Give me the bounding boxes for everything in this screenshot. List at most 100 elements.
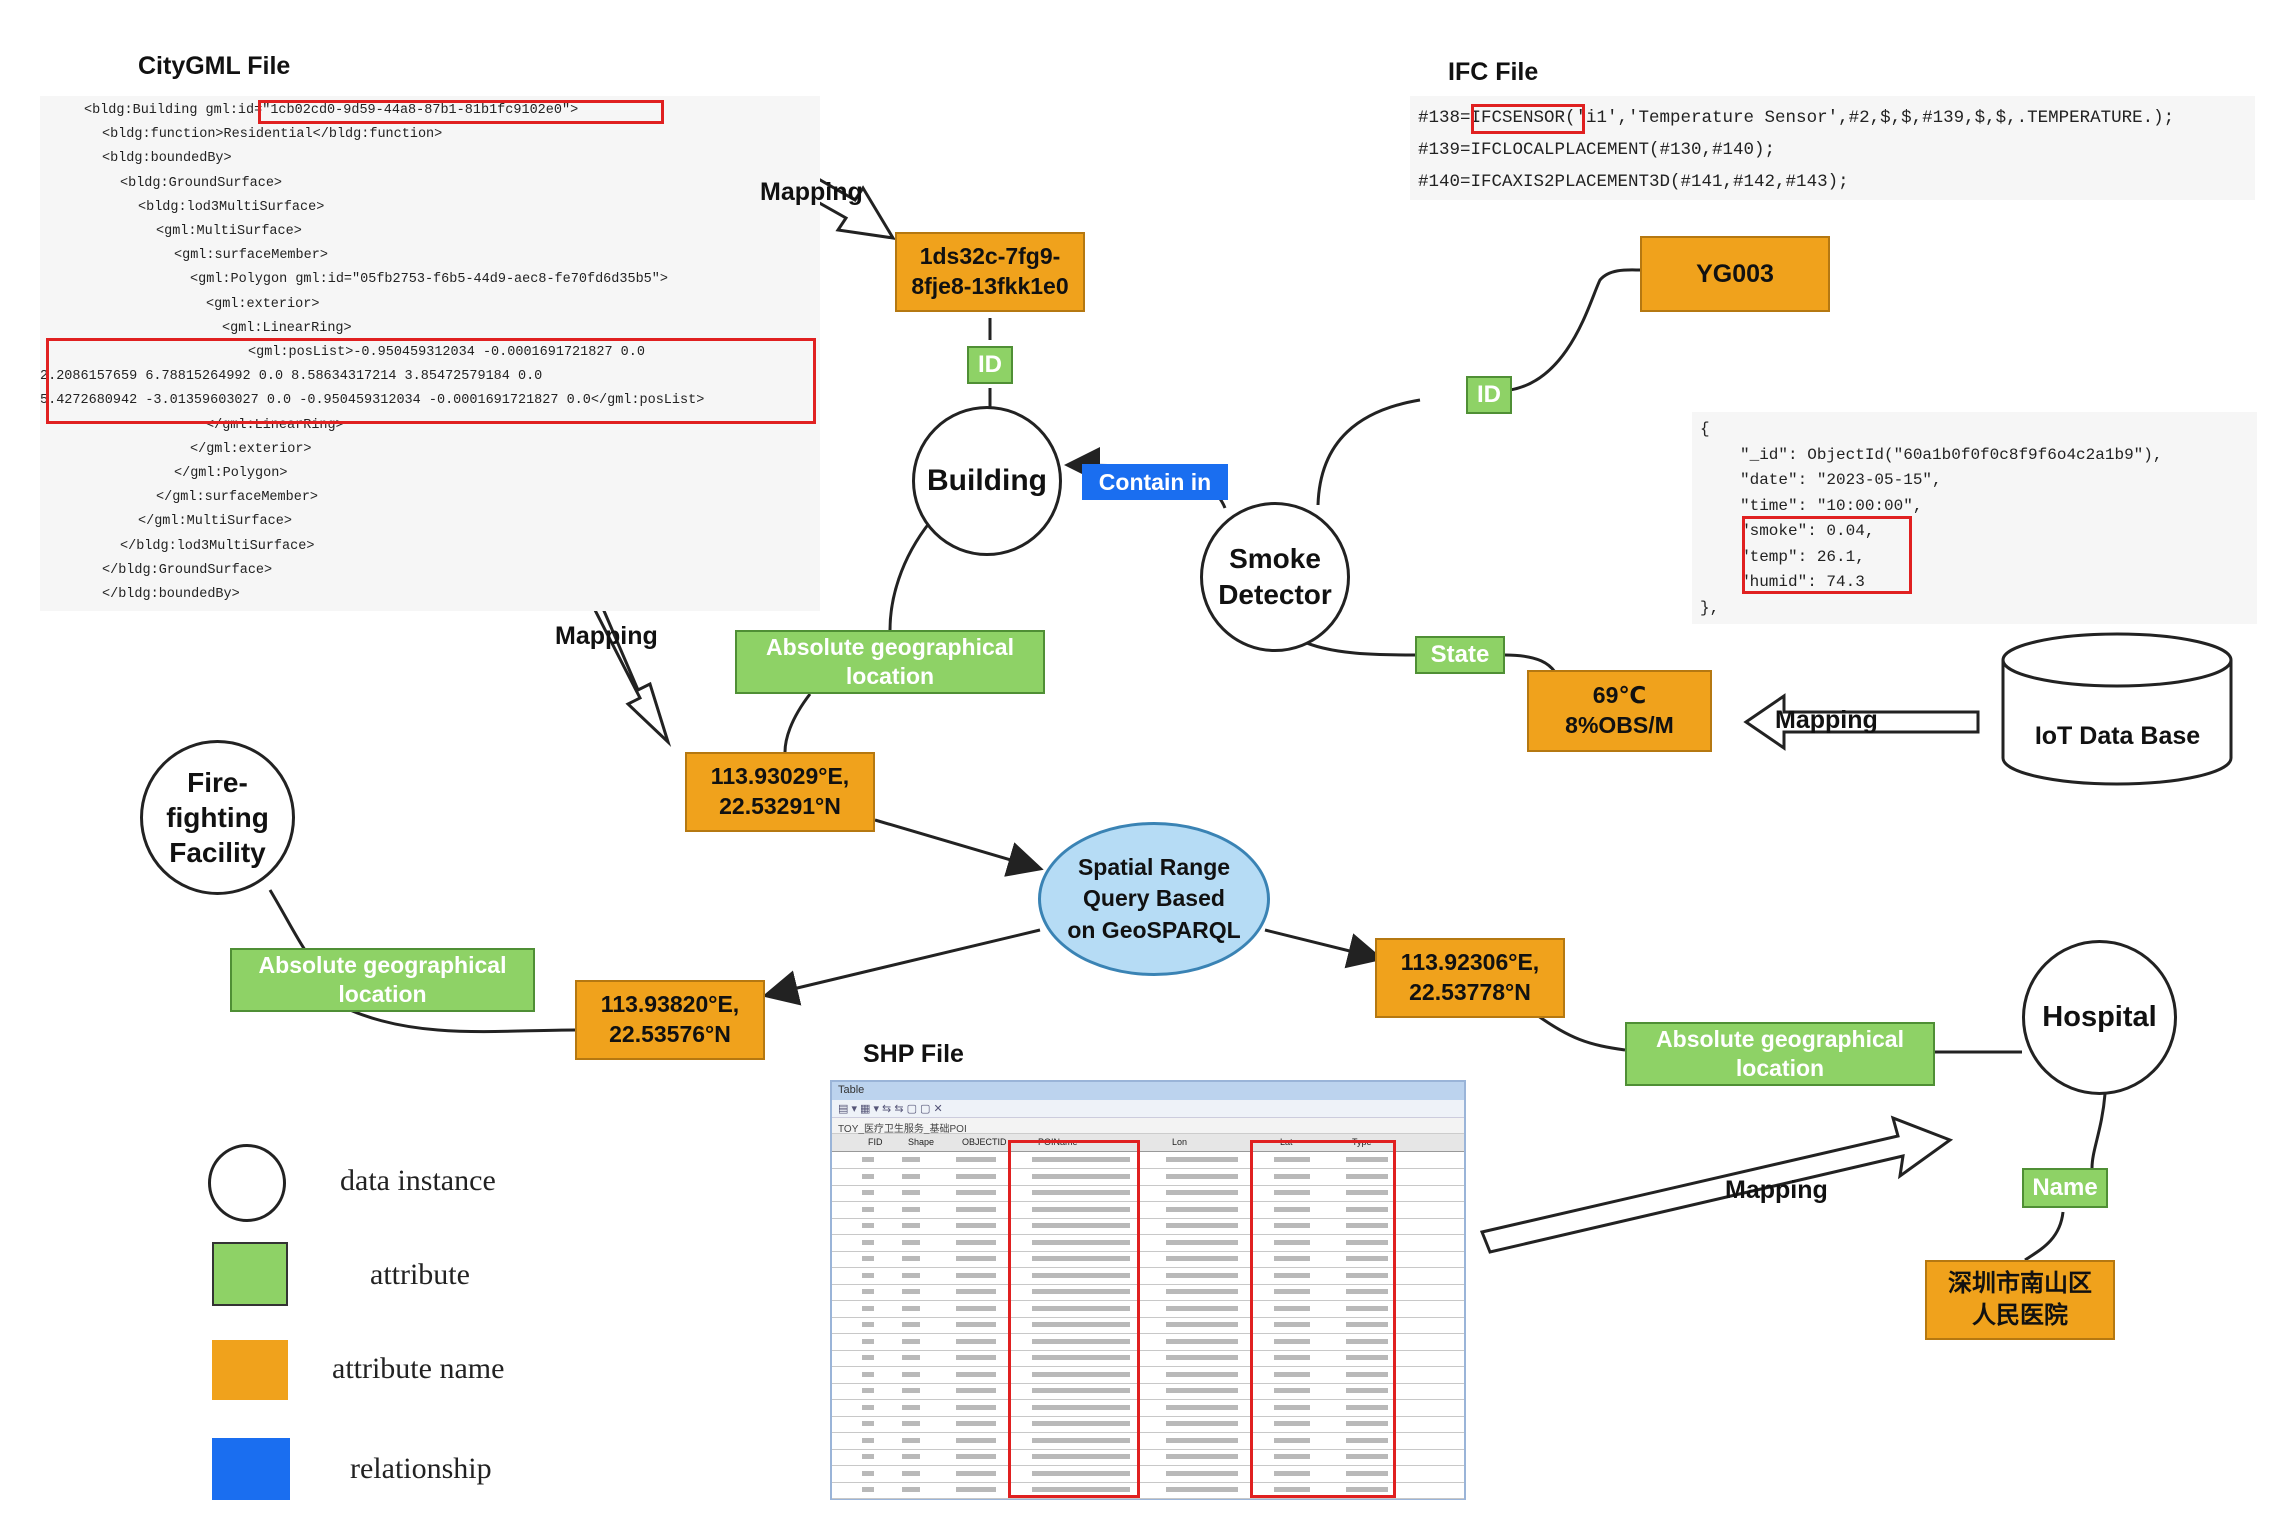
contain-in-relationship[interactable]: Contain in: [1082, 464, 1228, 500]
shp-table-row[interactable]: [832, 1383, 1464, 1400]
shp-table-row[interactable]: [832, 1317, 1464, 1334]
hospital-location-value[interactable]: 113.92306°E, 22.53778°N: [1375, 938, 1565, 1018]
shp-table-cell: [862, 1487, 874, 1492]
shp-table-cell: [862, 1173, 874, 1179]
shp-table-cell: [902, 1388, 920, 1393]
shp-table-cell: [1166, 1355, 1238, 1360]
shp-table-cell: [1274, 1322, 1310, 1327]
citygml-code-line: <bldg:function>Residential</bldg:functio…: [102, 127, 443, 143]
shp-table-cell: [1346, 1239, 1388, 1245]
shp-table-row[interactable]: [832, 1449, 1464, 1466]
shp-table-cell: [956, 1239, 996, 1245]
shp-tab-label: TOY_医疗卫生服务_基础POI: [838, 1124, 967, 1135]
shp-table-row[interactable]: [832, 1235, 1464, 1252]
shp-table-row[interactable]: [832, 1433, 1464, 1450]
building-node[interactable]: Building: [912, 406, 1062, 556]
shp-table-cell: [1274, 1454, 1310, 1459]
iot-database[interactable]: IoT Data Base: [2000, 630, 2235, 790]
shp-table-row[interactable]: [832, 1482, 1464, 1499]
shp-table-row[interactable]: [832, 1301, 1464, 1318]
edge-query-hospitalloc: [1264, 928, 1384, 969]
shp-table-cell: [902, 1487, 920, 1492]
shp-tab[interactable]: TOY_医疗卫生服务_基础POI: [832, 1118, 1464, 1135]
citygml-code-line: <bldg:Building gml:id="1cb02cd0-9d59-44a…: [84, 103, 579, 118]
shp-table-cell: [902, 1470, 920, 1476]
building-location-value[interactable]: 113.93029°E, 22.53291°N: [685, 752, 875, 832]
shp-table-row[interactable]: [832, 1251, 1464, 1268]
shp-toolbar: ▤ ▾ ▦ ▾ ⇆ ⇆ ▢ ▢ ✕: [832, 1100, 1464, 1118]
detector-id-value[interactable]: YG003: [1640, 236, 1830, 312]
shp-column-header[interactable]: FID: [868, 1137, 883, 1147]
shp-table-row[interactable]: [832, 1367, 1464, 1384]
detector-id-attribute[interactable]: ID: [1466, 376, 1512, 414]
shp-table-cell: [1032, 1371, 1130, 1377]
ifc-code-line: #139=IFCLOCALPLACEMENT(#130,#140);: [1418, 140, 1776, 160]
shp-column-header[interactable]: OBJECTID: [962, 1137, 1007, 1147]
hospital-name-attribute[interactable]: Name: [2022, 1168, 2108, 1208]
smoke-detector-node[interactable]: Smoke Detector: [1200, 502, 1350, 652]
building-id-value[interactable]: 1ds32c-7fg9-8fje8-13fkk1e0: [895, 232, 1085, 312]
detector-state-value[interactable]: 69℃ 8%OBS/M: [1527, 670, 1712, 752]
shp-table-row[interactable]: [832, 1152, 1464, 1169]
shp-table-cell: [956, 1437, 996, 1443]
ifc-code-line: #140=IFCAXIS2PLACEMENT3D(#141,#142,#143)…: [1418, 172, 1849, 192]
ifc-code-line: #138=IFCSENSOR('i1','Temperature Sensor'…: [1418, 108, 2175, 128]
shp-table-row[interactable]: [832, 1218, 1464, 1235]
shp-table-cell: [1032, 1421, 1130, 1426]
citygml-code-line: </bldg:GroundSurface>: [102, 562, 273, 578]
firefighting-facility-node[interactable]: Fire-fighting Facility: [140, 740, 295, 895]
citygml-code-line: <gml:surfaceMember>: [174, 248, 328, 264]
shp-table-cell: [1346, 1355, 1388, 1360]
shp-table-cell: [902, 1239, 920, 1245]
shp-table-cell: [956, 1223, 996, 1228]
legend: data instance attribute attribute name r…: [200, 1140, 600, 1520]
legend-attribute-swatch: [212, 1242, 288, 1306]
hospital-name-value[interactable]: 深圳市南山区人民医院: [1925, 1260, 2115, 1340]
shp-table-row[interactable]: [832, 1185, 1464, 1202]
firefighting-location-value[interactable]: 113.93820°E, 22.53576°N: [575, 980, 765, 1060]
building-location-attribute[interactable]: Absolute geographical location: [735, 630, 1045, 694]
firefighting-location-attribute[interactable]: Absolute geographical location: [230, 948, 535, 1012]
shp-table-cell: [956, 1157, 996, 1162]
shp-table-cell: [1166, 1289, 1238, 1294]
hospital-node[interactable]: Hospital: [2022, 940, 2177, 1095]
legend-attribute-name-swatch: [212, 1340, 288, 1400]
shp-table-row[interactable]: [832, 1416, 1464, 1433]
shp-table-cell: [1346, 1322, 1388, 1327]
shp-table-cell: [1166, 1371, 1238, 1377]
shp-table-cell: [862, 1388, 874, 1393]
shp-table-cell: [1346, 1289, 1388, 1294]
shp-table-cell: [1166, 1338, 1238, 1344]
citygml-code-line: <bldg:lod3MultiSurface>: [138, 199, 325, 215]
shp-table-cell: [1166, 1322, 1238, 1327]
shp-table-row[interactable]: [832, 1284, 1464, 1301]
shp-table-row[interactable]: [832, 1350, 1464, 1367]
shp-table-row[interactable]: [832, 1169, 1464, 1186]
shp-table-cell: [1274, 1289, 1310, 1294]
geosparql-query-node[interactable]: Spatial Range Query Based on GeoSPARQL: [1038, 822, 1270, 976]
shp-table-cell: [902, 1157, 920, 1162]
edge-detector-id: [1316, 398, 1421, 506]
shp-table-cell: [1346, 1388, 1388, 1393]
shp-column-header[interactable]: Lon: [1172, 1137, 1188, 1147]
shp-table-cell: [1346, 1256, 1388, 1261]
citygml-code-line: </gml:surfaceMember>: [156, 490, 319, 506]
shp-table-row[interactable]: [832, 1400, 1464, 1417]
detector-state-attribute[interactable]: State: [1415, 636, 1505, 674]
shp-table-cell: [1166, 1190, 1238, 1195]
shp-table-cell: [862, 1190, 874, 1195]
hospital-location-attribute[interactable]: Absolute geographical location: [1625, 1022, 1935, 1086]
building-id-attribute[interactable]: ID: [967, 346, 1013, 384]
shp-column-header[interactable]: Shape: [908, 1137, 935, 1147]
shp-table-row[interactable]: [832, 1466, 1464, 1483]
shp-table-row[interactable]: [832, 1334, 1464, 1351]
shp-table-cell: [1032, 1470, 1130, 1476]
mapping-label-citygml-id: Mapping: [760, 178, 863, 206]
shp-table-row[interactable]: [832, 1202, 1464, 1219]
shp-table-cell: [1274, 1190, 1310, 1195]
citygml-code-line: <gml:MultiSurface>: [156, 224, 302, 239]
shp-title: SHP File: [863, 1040, 964, 1068]
shp-table-cell: [902, 1338, 920, 1344]
shp-table-row[interactable]: [832, 1268, 1464, 1285]
citygml-code-line: <bldg:boundedBy>: [102, 151, 232, 167]
